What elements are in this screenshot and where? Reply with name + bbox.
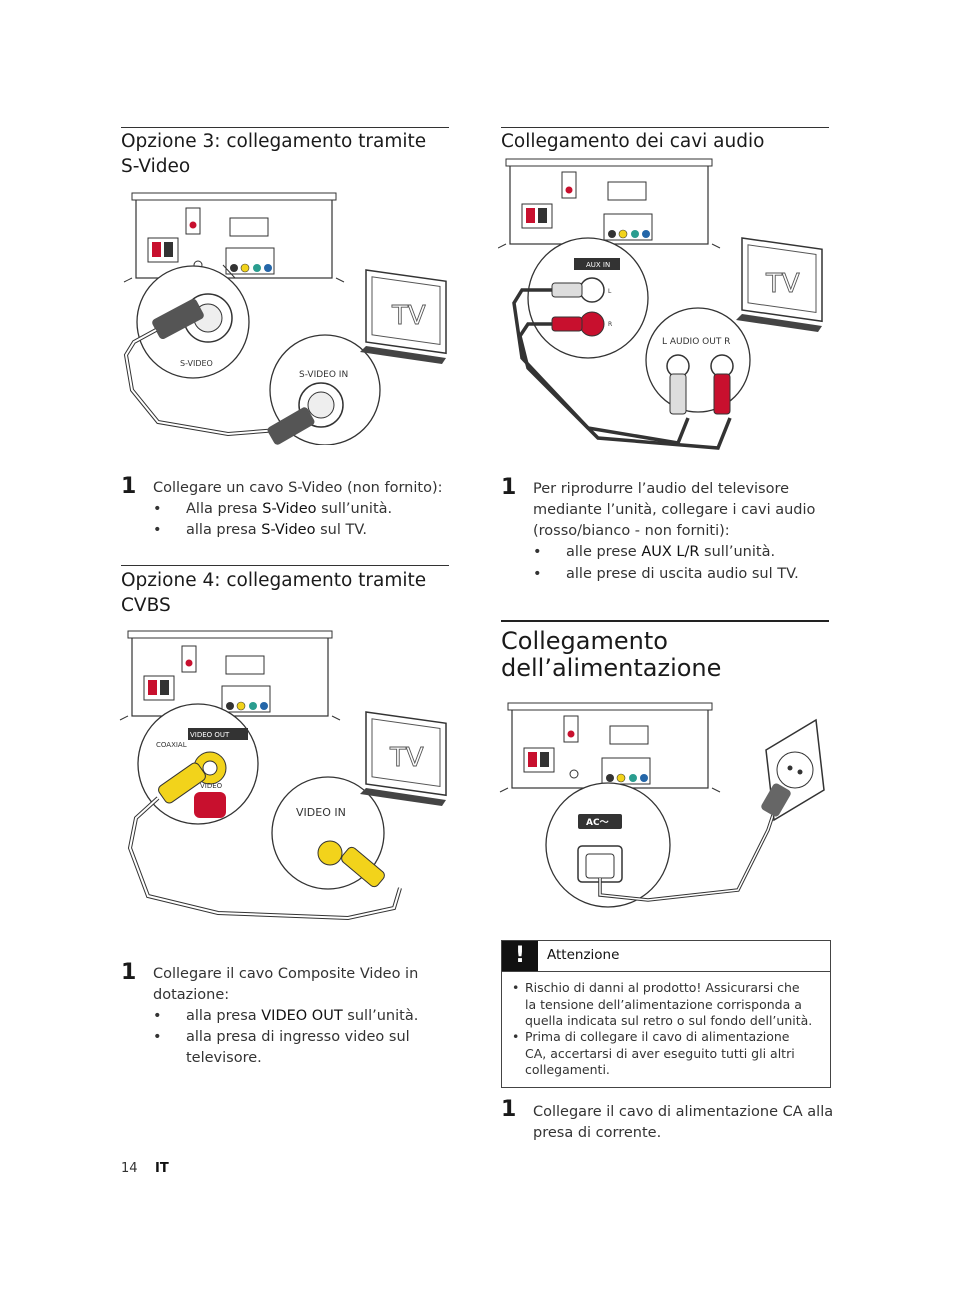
l-label: L — [608, 288, 612, 295]
list-item: • alle prese AUX L/R sull’unità. — [533, 544, 776, 560]
list-item: • Rischio di danni al prodotto! Assicura… — [512, 980, 813, 1028]
step-number: 1 — [501, 1097, 517, 1122]
section-rule — [501, 127, 829, 128]
video-out-label: VIDEO OUT — [190, 731, 230, 739]
step-text: Per riprodurre l’audio del televisore me… — [533, 481, 816, 539]
list-item: • Alla presa S-Video sull’unità. — [153, 501, 393, 517]
list-item: • alle prese di uscita audio sul TV. — [533, 566, 799, 582]
aux-in-label: AUX IN — [586, 261, 610, 269]
caution-header: ! Attenzione — [502, 941, 830, 972]
list-item: • alla presa S-Video sul TV. — [153, 522, 367, 538]
section-rule — [121, 565, 449, 566]
step-text: Collegare un cavo S-Video (non fornito): — [153, 480, 443, 496]
page-number: 14 — [121, 1161, 138, 1176]
step-number: 1 — [121, 960, 137, 985]
step-number: 1 — [501, 475, 517, 500]
cvbs-diagram: VIDEO OUT COAXIAL VIDEO VIDEO IN TV — [119, 630, 447, 921]
step-text: Collegare il cavo Composite Video in dot… — [153, 966, 419, 1003]
option3-title: Opzione 3: collegamento tramite S-Video — [121, 131, 427, 177]
section-rule — [501, 620, 829, 622]
svideo-diagram: S-VIDEO S-VIDEO IN TV — [123, 192, 447, 445]
audio-title: Collegamento dei cavi audio — [501, 131, 765, 152]
audio-out-label: L AUDIO OUT R — [662, 337, 730, 347]
step-text: Collegare il cavo di alimentazione CA al… — [533, 1104, 834, 1141]
svideo-label: S-VIDEO — [180, 359, 213, 368]
list-item: • Prima di collegare il cavo di alimenta… — [512, 1029, 795, 1077]
caution-title: Attenzione — [547, 947, 620, 963]
power-diagram: AC～ — [499, 702, 825, 908]
tv-label: TV — [765, 269, 800, 299]
coaxial-label: COAXIAL — [156, 741, 187, 749]
power-title: Collegamento dell’alimentazione — [501, 627, 722, 682]
tv-label: TV — [391, 301, 426, 331]
tv-label: TV — [389, 743, 424, 773]
svideo-in-label: S-VIDEO IN — [299, 370, 348, 380]
video-in-label: VIDEO IN — [296, 806, 346, 819]
caution-box: ! Attenzione • Rischio di danni al prodo… — [501, 940, 831, 1088]
audio-diagram: AUX IN L R L AUDIO OUT R TV — [498, 158, 823, 450]
option4-title: Opzione 4: collegamento tramite CVBS — [121, 570, 427, 616]
section-rule — [121, 127, 449, 128]
language-code: IT — [155, 1161, 169, 1176]
exclamation-icon: ! — [502, 941, 538, 971]
ac-label: AC～ — [586, 818, 609, 828]
r-label: R — [608, 321, 612, 328]
step-number: 1 — [121, 474, 137, 499]
video-label: VIDEO — [200, 782, 223, 790]
list-item: • alla presa VIDEO OUT sull’unità. — [153, 1008, 419, 1024]
